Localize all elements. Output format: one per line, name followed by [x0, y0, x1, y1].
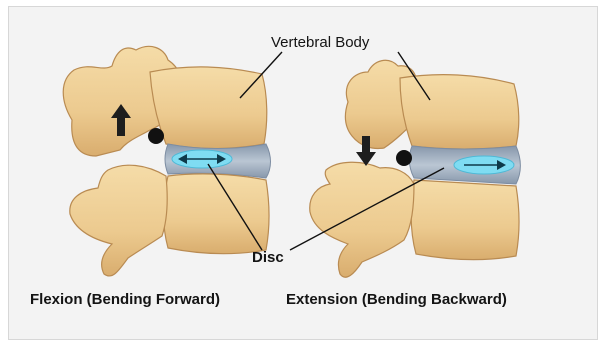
disc-label: Disc [252, 250, 284, 265]
flexion-caption: Flexion (Bending Forward) [30, 292, 220, 307]
flexion-upper-body [150, 67, 267, 149]
flexion-spine [63, 46, 270, 276]
vertebral-body-label: Vertebral Body [271, 35, 369, 50]
extension-upper-body [400, 75, 519, 149]
extension-spine [310, 60, 521, 277]
flexion-lower-process [70, 165, 167, 276]
extension-foramen [396, 150, 412, 166]
flexion-lower-body [164, 174, 270, 254]
extension-caption: Extension (Bending Backward) [286, 292, 507, 307]
extension-lower-process [310, 162, 414, 277]
extension-lower-body [411, 180, 519, 260]
flexion-foramen [148, 128, 164, 144]
